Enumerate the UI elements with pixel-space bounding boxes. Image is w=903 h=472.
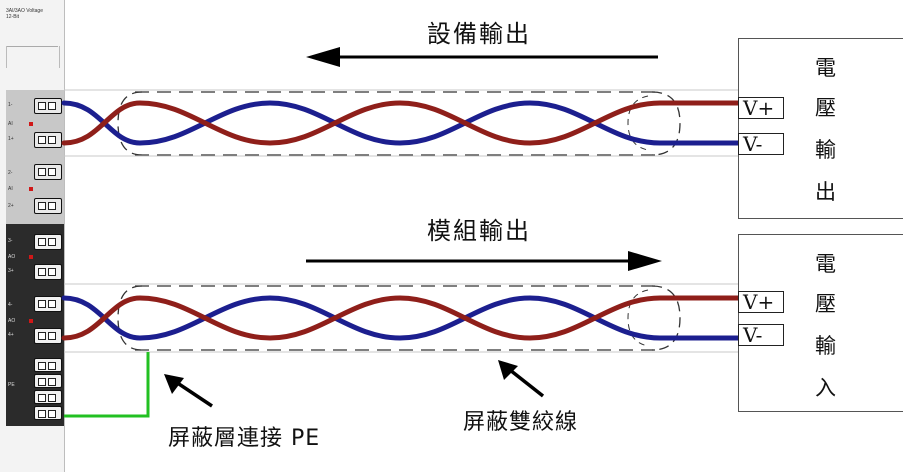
top-twisted-pair <box>61 100 741 146</box>
label-ao4-plus: 4+ <box>8 332 14 338</box>
module-header-line1: 3AI/3AO Voltage <box>6 8 43 14</box>
terminal-ai1-minus <box>34 98 62 114</box>
terminal-ao3-minus <box>34 234 62 250</box>
top-shield-right-inner <box>627 95 649 151</box>
terminal-ao3-plus <box>34 264 62 280</box>
top-v-plus-terminal: V+ <box>738 97 784 119</box>
terminal-pe-1 <box>34 358 62 372</box>
top-wire-red <box>61 100 741 146</box>
terminal-ai1-plus <box>34 132 62 148</box>
ai2-led <box>29 187 33 191</box>
ao4-led <box>29 319 33 323</box>
bottom-wire-blue <box>61 295 741 341</box>
bottom-arrow-label: 模組輸出 <box>427 217 531 245</box>
bottom-box-char-1: 電 <box>815 252 836 276</box>
ao3-led <box>29 255 33 259</box>
ai1-led <box>29 122 33 126</box>
top-box-char-2: 壓 <box>815 96 836 120</box>
terminal-ao4-minus <box>34 296 62 312</box>
terminal-ai2-plus <box>34 198 62 214</box>
top-arrow-label: 設備輸出 <box>427 20 531 48</box>
top-v-minus-terminal: V- <box>738 133 784 155</box>
bottom-shield-right-inner <box>627 289 649 347</box>
module-header-line2: 12-Bit <box>6 14 20 20</box>
top-box-char-4: 出 <box>815 180 836 204</box>
label-ao3-minus: 3- <box>8 238 13 244</box>
label-ao4-minus: 4- <box>8 302 13 308</box>
top-box-char-3: 輸 <box>815 138 836 162</box>
top-direction-arrow <box>306 47 658 67</box>
bottom-v-plus-terminal: V+ <box>738 291 784 313</box>
bottom-wire-red <box>61 295 741 341</box>
label-ao3-plus: 3+ <box>8 268 14 274</box>
voltage-output-device <box>738 38 903 219</box>
pe-terminal-panel: PE <box>6 352 64 426</box>
top-shield-right-end <box>651 91 681 156</box>
label-ai2: AI <box>8 186 13 192</box>
terminal-pe-4 <box>34 406 62 420</box>
bottom-box-char-3: 輸 <box>815 334 836 358</box>
label-pe: PE <box>8 382 15 388</box>
module-divider <box>6 46 58 47</box>
module-header: 3AI/3AO Voltage 12-Bit <box>6 8 58 38</box>
bottom-box-char-4: 入 <box>815 376 836 400</box>
label-ai1-plus: 1+ <box>8 136 14 142</box>
terminal-ao4-plus <box>34 328 62 344</box>
label-ai2-plus: 2+ <box>8 203 14 209</box>
label-ai2-minus: 2- <box>8 170 13 176</box>
terminal-pe-3 <box>34 390 62 404</box>
label-ao4: AO <box>8 318 16 324</box>
module-mid-section <box>6 46 60 68</box>
top-box-char-1: 電 <box>815 56 836 80</box>
bottom-twisted-pair <box>61 295 741 341</box>
pointer-arrow-shield <box>498 360 545 398</box>
label-ai1: AI <box>8 121 13 127</box>
shielded-twisted-pair-note: 屏蔽雙絞線 <box>463 410 579 435</box>
voltage-input-device <box>738 234 903 412</box>
terminal-pe-2 <box>34 374 62 388</box>
label-ai1-minus: 1- <box>8 102 13 108</box>
pe-wire <box>64 352 150 418</box>
bottom-shield-right-end <box>651 285 681 351</box>
shield-pe-note: 屏蔽層連接 PE <box>168 426 321 451</box>
cable-outline <box>64 89 738 353</box>
ai-terminal-panel: 1- AI 1+ 2- AI 2+ <box>6 90 64 226</box>
bottom-box-char-2: 壓 <box>815 292 836 316</box>
terminal-ai2-minus <box>34 164 62 180</box>
bottom-v-minus-terminal: V- <box>738 324 784 346</box>
ao-terminal-panel: 3- AO 3+ 4- AO 4+ <box>6 224 64 352</box>
top-wire-blue <box>61 100 741 146</box>
label-ao3: AO <box>8 254 16 260</box>
pointer-arrow-pe <box>164 374 213 408</box>
bottom-direction-arrow <box>306 251 662 271</box>
